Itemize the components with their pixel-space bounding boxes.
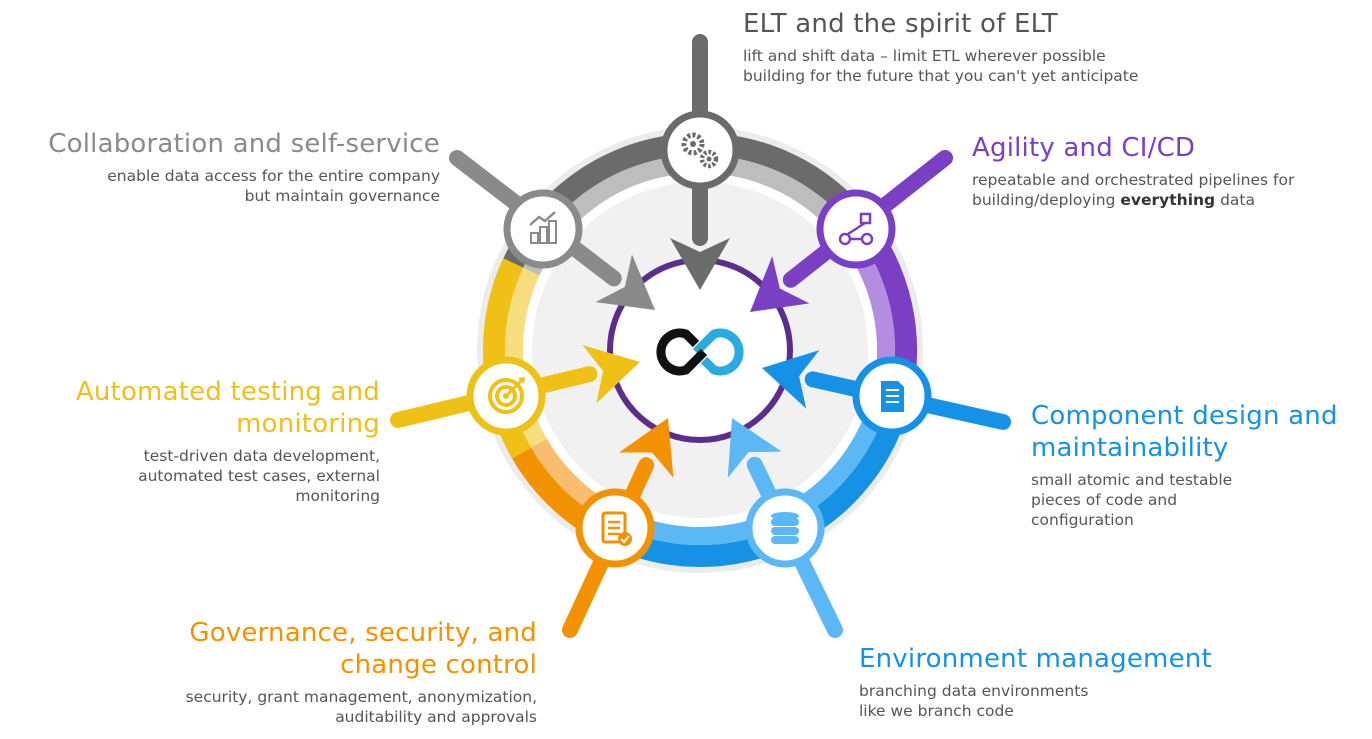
component-title-line1: Component design and [1031, 401, 1338, 431]
agility-section: Agility and CI/CD repeatable and orchest… [972, 132, 1362, 210]
elt-section: ELT and the spirit of ELT lift and shift… [743, 8, 1213, 86]
governance-title-line2: change control [340, 650, 537, 680]
governance-title-line1: Governance, security, and [189, 618, 537, 648]
component-desc-line3: configuration [1031, 511, 1134, 529]
elt-arrow-head [670, 238, 730, 290]
component-desc-line1: small atomic and testable [1031, 471, 1233, 489]
testing-desc-line2: automated test cases, external [138, 467, 380, 485]
checklist-icon [601, 511, 632, 546]
component-desc-line2: pieces of code and [1031, 491, 1178, 509]
agility-title: Agility and CI/CD [972, 133, 1196, 163]
agility-badge [816, 189, 896, 269]
testing-desc-line1: test-driven data development, [143, 447, 380, 465]
agility-desc-line1: repeatable and orchestrated pipelines fo… [972, 171, 1295, 189]
elt-badge [660, 110, 740, 190]
testing-title-line1: Automated testing and [75, 377, 380, 407]
environment-desc-line2: like we branch code [859, 702, 1014, 720]
testing-desc-line3: monitoring [295, 487, 380, 505]
component-title-line2: maintainability [1031, 433, 1229, 463]
icon-badges [466, 110, 932, 568]
collaboration-desc-line2: but maintain governance [244, 187, 440, 205]
governance-desc-line1: security, grant management, anonymizatio… [185, 688, 537, 706]
collaboration-desc-line1: enable data access for the entire compan… [107, 167, 440, 185]
target-icon [488, 377, 525, 414]
component-arrow-head [762, 350, 820, 409]
pipeline-icon [838, 212, 874, 246]
governance-badge [575, 488, 655, 568]
document-icon [881, 381, 904, 412]
growth-chart-icon [529, 211, 557, 244]
gears-icon [681, 132, 719, 169]
testing-arrow-head [582, 344, 640, 404]
governance-desc-line2: auditability and approvals [335, 708, 537, 726]
agility-arrow-head [750, 256, 810, 312]
collaboration-title: Collaboration and self-service [48, 129, 440, 159]
collaboration-badge-ring [503, 189, 583, 269]
collaboration-badge [503, 189, 583, 269]
agility-desc-line2-post: data [1215, 191, 1255, 209]
collaboration-section: Collaboration and self-service enable da… [20, 128, 440, 206]
testing-badge [466, 356, 546, 436]
testing-title-line2: monitoring [236, 409, 380, 439]
component-section: Component design and maintainability sma… [1031, 400, 1366, 530]
testing-section: Automated testing and monitoring test-dr… [40, 376, 380, 506]
elt-title: ELT and the spirit of ELT [743, 9, 1058, 39]
infinity-logo-icon [656, 328, 744, 376]
environment-arrow-head [727, 418, 782, 478]
environment-desc-line1: branching data environments [859, 682, 1089, 700]
collaboration-arrow-head [595, 254, 655, 310]
governance-section: Governance, security, and change control… [137, 617, 537, 727]
environment-section: Environment management branching data en… [859, 643, 1259, 721]
component-badge [852, 356, 932, 436]
environment-title: Environment management [859, 644, 1212, 674]
elt-desc-line2: building for the future that you can't y… [743, 67, 1139, 85]
governance-arrow-head [618, 418, 674, 478]
elt-desc-line1: lift and shift data – limit ETL wherever… [743, 47, 1106, 65]
environment-badge [745, 488, 825, 568]
agility-desc-line2-pre: building/deploying [972, 191, 1121, 209]
agility-desc-emphasis: everything [1120, 191, 1216, 209]
agility-desc-line2: building/deploying everything data [972, 190, 1362, 210]
database-icon [771, 512, 799, 544]
